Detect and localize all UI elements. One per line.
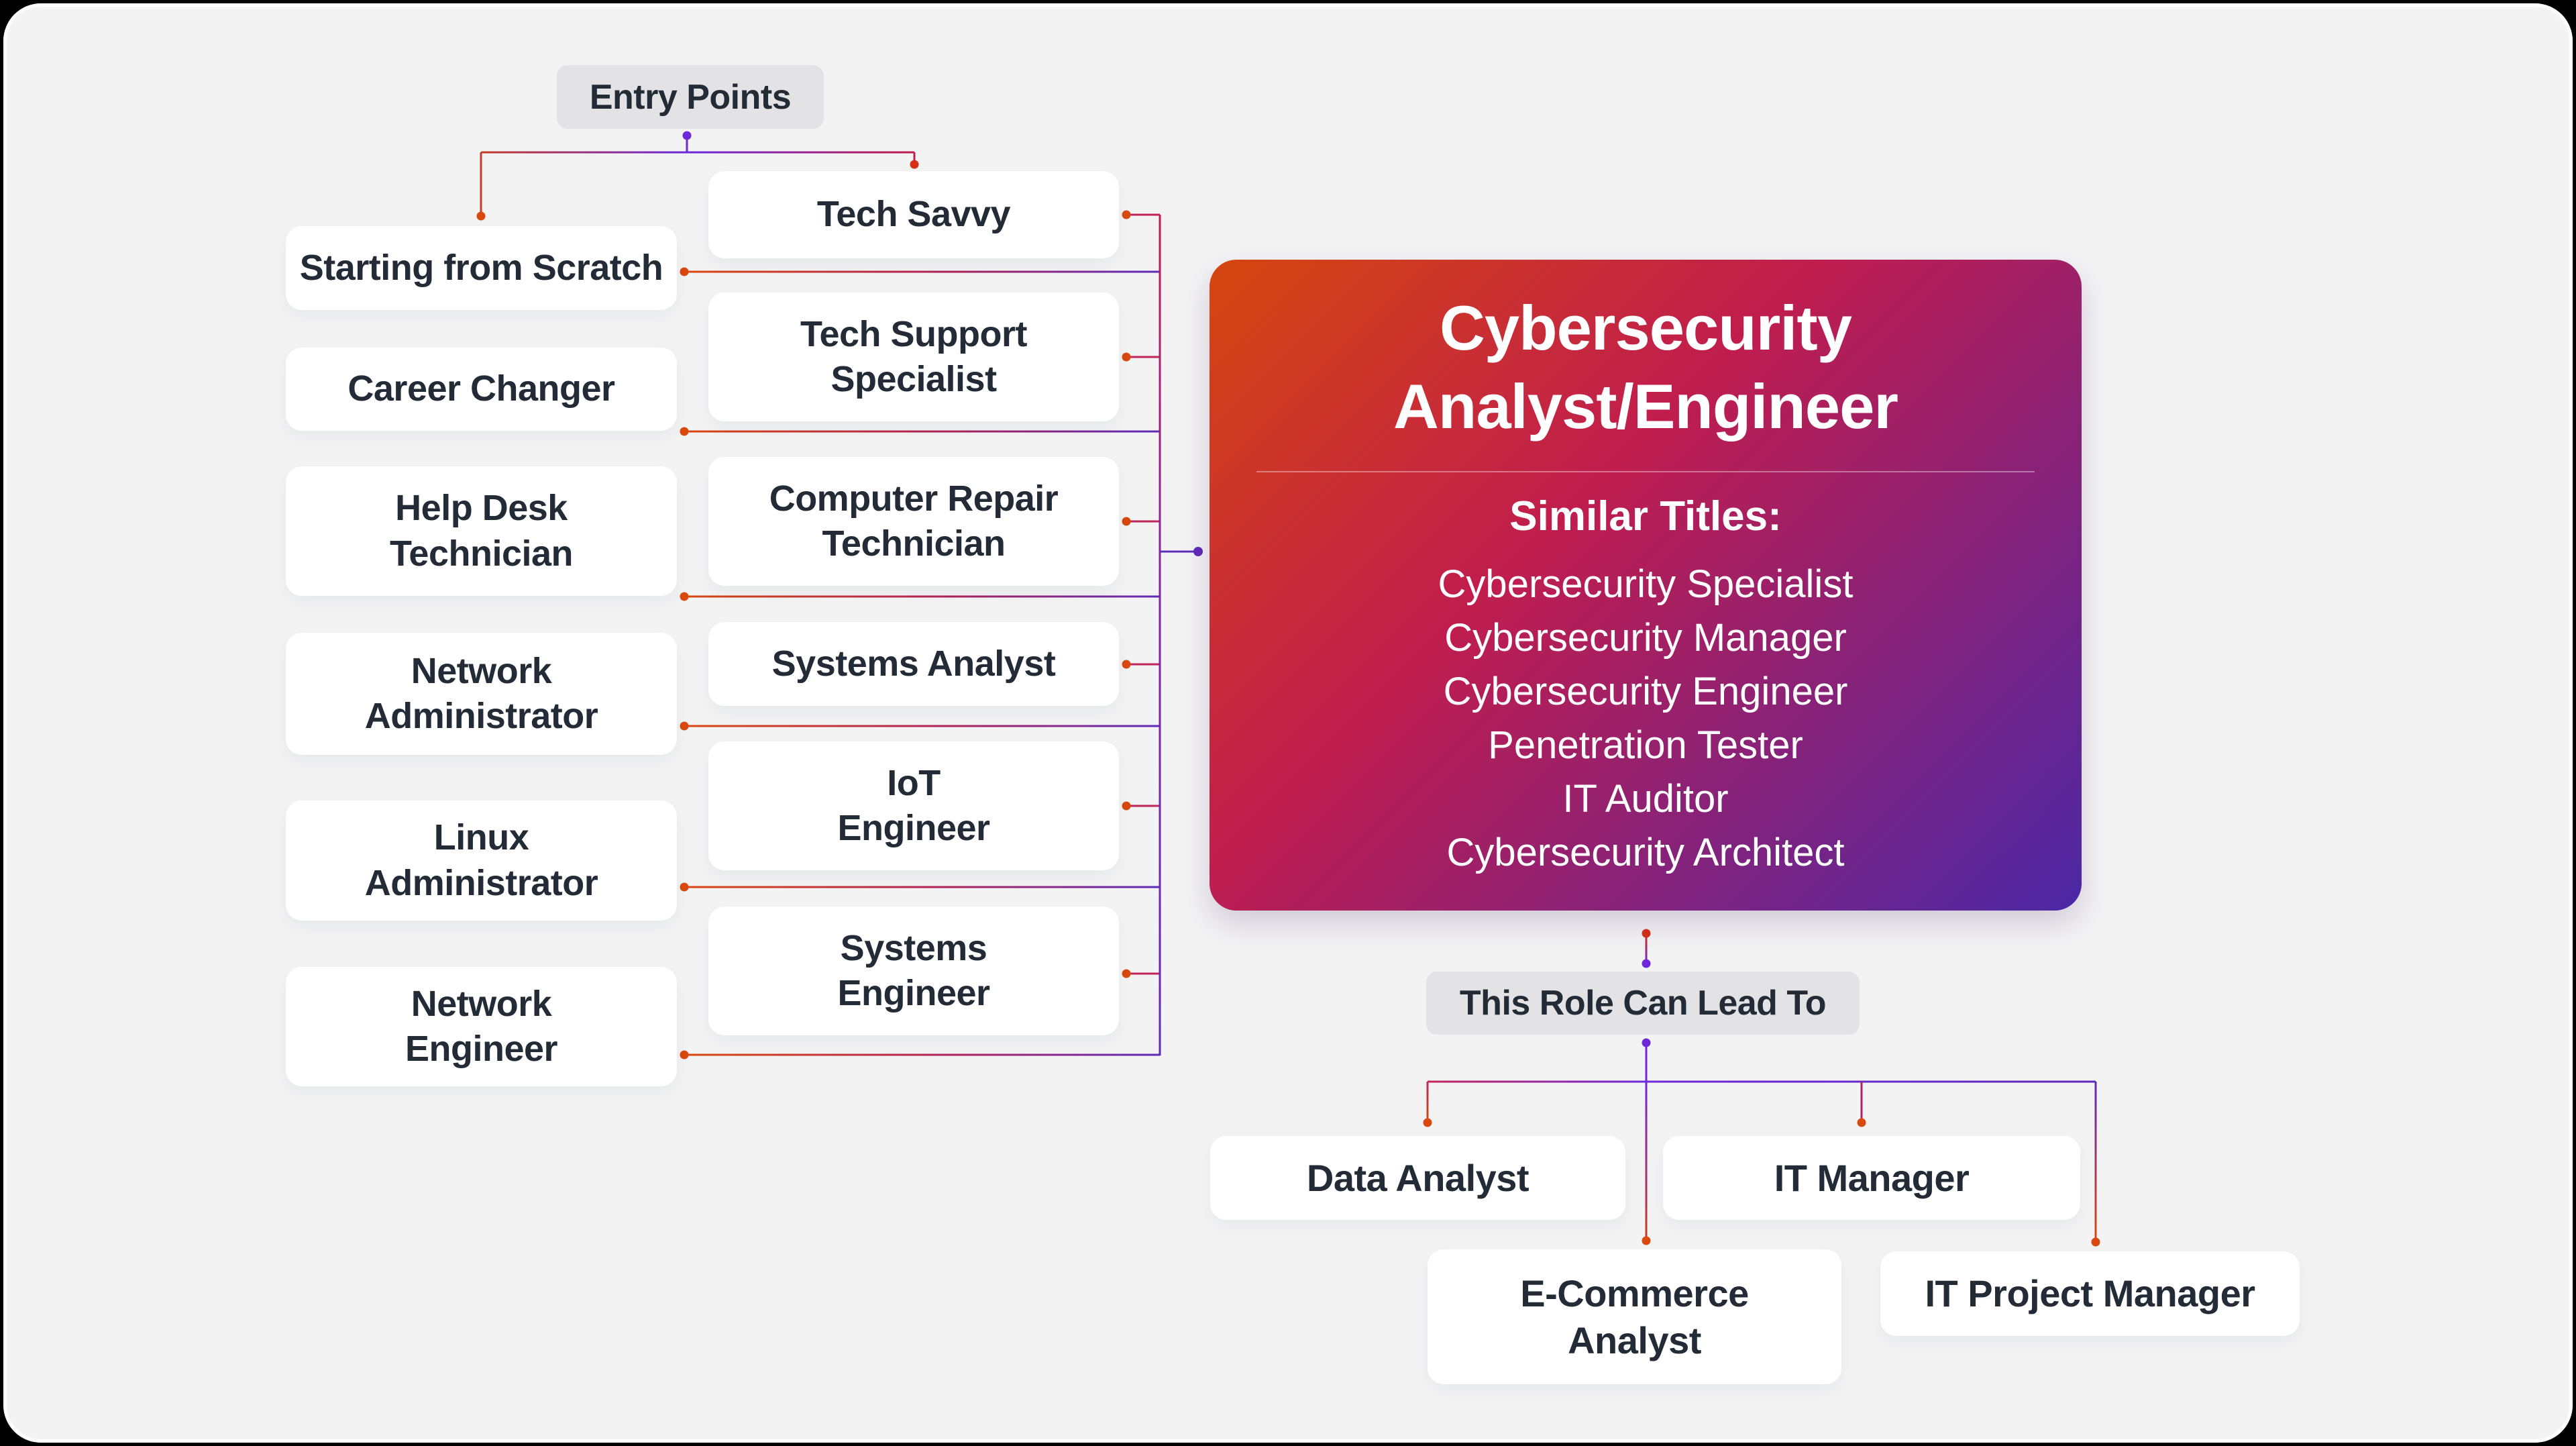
right-column-dots xyxy=(1122,210,1131,978)
node-tech-savvy: Tech Savvy xyxy=(708,171,1119,258)
node-network-engineer: Network Engineer xyxy=(286,967,677,1086)
node-career-changer: Career Changer xyxy=(286,348,677,431)
lead-label-top-dot xyxy=(1642,959,1651,968)
similar-title-item: Penetration Tester xyxy=(1488,723,1803,768)
entry-points-label: Entry Points xyxy=(557,65,824,129)
node-it-manager: IT Manager xyxy=(1663,1136,2080,1220)
similar-title-item: IT Auditor xyxy=(1562,777,1729,821)
node-systems-engineer: Systems Engineer xyxy=(708,907,1119,1035)
node-systems-analyst: Systems Analyst xyxy=(708,622,1119,706)
main-role-title: Cybersecurity Analyst/Engineer xyxy=(1393,293,1898,442)
node-linux-administrator: Linux Administrator xyxy=(286,801,677,921)
left-column-dots xyxy=(680,267,689,1060)
node-data-analyst: Data Analyst xyxy=(1210,1136,1625,1220)
entry-right-dot xyxy=(910,160,919,169)
node-computer-repair-technician: Computer Repair Technician xyxy=(708,457,1119,586)
node-ecommerce-analyst: E-Commerce Analyst xyxy=(1428,1249,1841,1384)
similar-title-item: Cybersecurity Specialist xyxy=(1438,562,1854,607)
similar-titles-heading: Similar Titles: xyxy=(1509,493,1782,540)
similar-title-item: Cybersecurity Architect xyxy=(1446,831,1845,875)
similar-titles-list: Cybersecurity Specialist Cybersecurity M… xyxy=(1252,558,2039,880)
node-tech-support-specialist: Tech Support Specialist xyxy=(708,293,1119,421)
main-box-dot xyxy=(1193,547,1203,556)
similar-title-item: Cybersecurity Manager xyxy=(1444,616,1847,660)
main-role-card: Cybersecurity Analyst/Engineer Similar T… xyxy=(1210,260,2082,911)
node-help-desk-technician: Help Desk Technician xyxy=(286,466,677,596)
entry-left-dot xyxy=(476,211,486,221)
node-network-administrator: Network Administrator xyxy=(286,633,677,755)
entry-top-dot xyxy=(682,131,692,140)
node-starting-from-scratch: Starting from Scratch xyxy=(286,226,677,310)
node-it-project-manager: IT Project Manager xyxy=(1880,1251,2300,1336)
divider xyxy=(1256,471,2035,473)
right-column-connectors xyxy=(1126,213,1160,975)
lead-top-red-dot xyxy=(1642,929,1651,938)
similar-title-item: Cybersecurity Engineer xyxy=(1443,670,1848,714)
diagram-canvas: Entry Points Starting from Scratch Caree… xyxy=(3,3,2573,1443)
lead-label-bottom-dot xyxy=(1642,1038,1651,1047)
lead-to-label: This Role Can Lead To xyxy=(1426,972,1860,1035)
node-iot-engineer: IoT Engineer xyxy=(708,741,1119,870)
